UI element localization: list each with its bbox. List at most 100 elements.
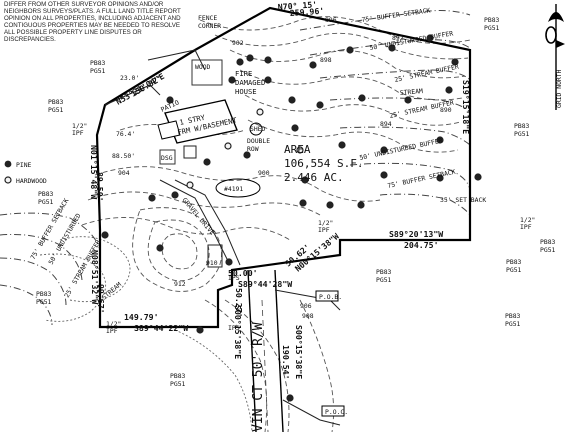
west2-distance: 99.67' <box>96 284 106 314</box>
poc-box <box>321 405 345 417</box>
pob-label: P.O.B. <box>319 293 342 301</box>
pob-box <box>315 290 339 302</box>
mid-bearing: S89°44'28"W <box>238 279 292 289</box>
neighbor-8-page: PG51 <box>376 276 392 284</box>
contour-labels: 896 898 900 902 904 906 908 910 912 890 … <box>112 16 452 320</box>
b75-left-label: 75' BUFFER SETBACK <box>29 197 71 261</box>
fire-house-label-2: DAMAGED <box>235 78 265 87</box>
contour-label-908: 908 <box>302 312 314 320</box>
south-east-bearing: S89°20'13"W <box>389 229 443 239</box>
stream-buffers <box>0 10 471 326</box>
ipf-mid-label: 1/2" <box>318 219 333 227</box>
double-row-label-1: DOUBLE <box>247 137 270 145</box>
north-distance: 259.96' <box>289 6 324 18</box>
bearing-labels: N70° 15' 259.96' N53°21'04"E 130.32' N01… <box>89 0 471 380</box>
disclaimer-line-3: OPINION ON ALL PROPERTIES, INCLUDING ADJ… <box>4 15 181 22</box>
road2-distance: 190.54' <box>281 345 291 380</box>
pin-markers: 1/2" IPF 1/2" IPF 1/2" IPF 1/2" IPF IPS … <box>72 122 535 417</box>
ipf-mid-label-2: IPF <box>318 226 330 234</box>
neighbor-5-name: PB83 <box>38 190 54 198</box>
setback-35-label: 35' SET BACK <box>440 196 486 204</box>
neighbor-9-page: PG51 <box>36 298 52 306</box>
neighbor-7-page: PG51 <box>506 266 522 274</box>
west-distance: 89.50' <box>95 172 105 202</box>
b50-top-label: 50' UNDISTURBED BUFFER <box>369 29 454 52</box>
ipf-sw-label: 1/2" <box>106 320 121 328</box>
area-acres: 2.446 AC. <box>284 171 344 184</box>
lot-number-oval <box>215 178 261 198</box>
hardwood-legend-label: HARDWOOD <box>16 177 47 185</box>
trees <box>101 34 482 402</box>
ipf-se-label: 1/2" <box>520 216 535 224</box>
neighbor-6-page: PG51 <box>540 246 556 254</box>
disclaimer-line-2: NEIGHBORS SURVEYS/PLATS. A FULL LAND TIT… <box>4 8 181 15</box>
dim-label-88: 88.50' <box>112 152 135 160</box>
disclaimer-note: DIFFER FROM OTHER SURVEYOR OPINIONS AND/… <box>4 1 181 43</box>
double-row-label-2: ROW <box>247 145 259 153</box>
neighbor-11-name: PB83 <box>170 372 186 380</box>
ipf-nw-label-2: IPF <box>72 129 84 137</box>
contour-label-892: 892 <box>392 34 404 42</box>
north-arrow: GRID NORTH <box>545 4 565 110</box>
disclaimer-line-4: CONTIGUOUS PROPERTIES MAY BE NEEDED TO R… <box>4 22 180 29</box>
south-west-bearing: S89°44'22"W <box>134 323 188 333</box>
area-label: AREA <box>284 143 311 156</box>
neighbor-1-page: PG51 <box>484 24 500 32</box>
disclaimer-line-1: DIFFER FROM OTHER SURVEYOR OPINIONS AND/… <box>4 1 164 8</box>
contour-label-902: 902 <box>232 39 244 47</box>
road-bearing: S00°15'38"E <box>233 305 243 359</box>
contour-label-890: 890 <box>440 106 452 114</box>
contour-label-900: 900 <box>258 169 270 177</box>
disclaimer-line-5: ALL POSSIBLE PROPERTY LINE DISPUTES OR <box>4 29 142 36</box>
b75-right-label: 75' BUFFER SETBACK <box>387 168 457 190</box>
pine-legend-icon <box>4 160 12 168</box>
north-bearing: N70° 15' <box>277 0 317 12</box>
b75-top-label: 75' BUFFER SETBACK <box>361 6 431 24</box>
area-block: AREA 106,554 S.F. 2.446 AC. #4191 <box>224 143 363 193</box>
neighbor-5-page: PG51 <box>38 198 54 206</box>
area-sqft: 106,554 S.F. <box>284 157 363 170</box>
disclaimer-line-6: DISCREPANCIES. <box>4 36 56 43</box>
neighbor-8-name: PB83 <box>376 268 392 276</box>
dim-label-23: 23.0' <box>120 74 139 82</box>
contour-label-906: 906 <box>300 302 312 310</box>
neighbor-2-page: PG51 <box>90 67 106 75</box>
b50-right-label: 50' UNDISTURBED BUFFER <box>359 137 444 162</box>
neighbor-3-page: PG51 <box>48 106 64 114</box>
neighbor-4-page: PG51 <box>514 130 530 138</box>
neighbor-2-name: PB83 <box>90 59 106 67</box>
tree-legend: PINE HARDWOOD <box>4 160 47 185</box>
contour-label-896: 896 <box>325 16 337 24</box>
south-east-distance: 204.75' <box>404 240 439 250</box>
neighbor-3-name: PB83 <box>48 98 64 106</box>
neighbor-9-name: PB83 <box>36 290 52 298</box>
contour-label-910: 910 <box>206 259 218 267</box>
neighbor-11-page: PG51 <box>170 380 186 388</box>
west2-bearing: N08°51'32"W <box>90 250 100 304</box>
neighbor-labels: PB83 PG51 PB83 PG51 PB83 PG51 PB83 PG51 … <box>36 16 556 388</box>
contour-label-894: 894 <box>380 120 392 128</box>
gravel-drive-label: GRAVEL DRIVE <box>180 196 216 237</box>
property-boundary <box>95 6 472 329</box>
contour-label-898: 898 <box>320 56 332 64</box>
pine-legend-label: PINE <box>16 161 32 169</box>
fire-house-label-1: FIRE <box>235 69 252 78</box>
road-name: VIN CT 50' R/W <box>251 322 266 432</box>
dsg-box <box>159 149 176 165</box>
lot-number: #4191 <box>224 185 243 193</box>
shed-label: SHED <box>250 125 266 133</box>
ipf-nw-label: 1/2" <box>72 122 87 130</box>
north-arrow-label: GRID NORTH <box>555 69 563 108</box>
ipf-sw-label-2: IPF <box>106 327 118 335</box>
fence-corner-label-2: CORNER <box>198 22 221 30</box>
ips-low-label: IPS <box>228 324 240 332</box>
neighbor-7-name: PB83 <box>506 258 522 266</box>
fire-house-label-3: HOUSE <box>235 87 257 96</box>
neighbor-1-name: PB83 <box>484 16 500 24</box>
b25-label: 25' STREAM BUFFER <box>394 63 460 84</box>
east-bearing: S19°15'18"E <box>461 80 471 134</box>
contour-label-904: 904 <box>118 169 130 177</box>
west-bearing: N01°15'48"W <box>89 145 99 199</box>
south-west-distance: 149.79' <box>124 312 159 322</box>
